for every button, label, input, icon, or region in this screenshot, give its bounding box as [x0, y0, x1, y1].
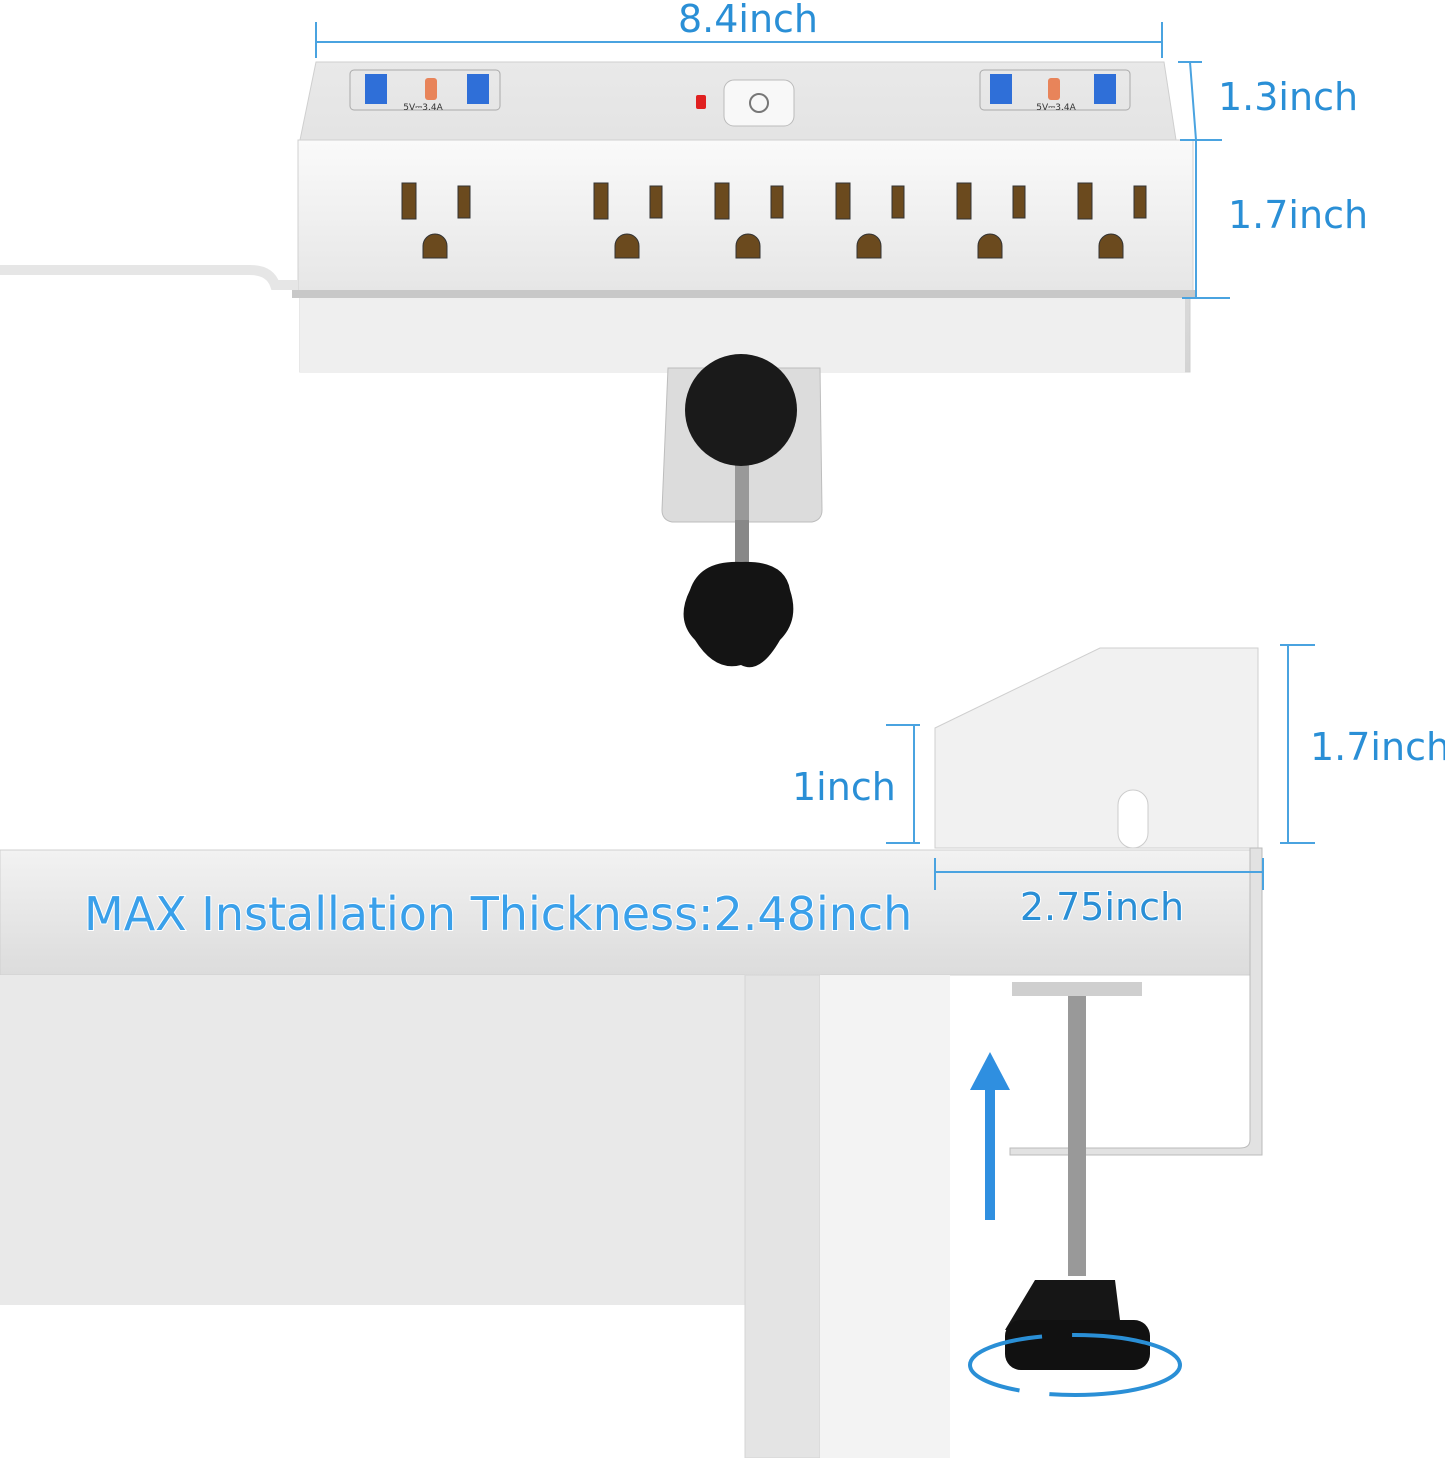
svg-text:1.7inch: 1.7inch	[1228, 193, 1368, 237]
knob	[683, 561, 794, 668]
knob	[1005, 1320, 1150, 1370]
outlet	[714, 182, 784, 259]
side-height-dimension: 1.7inch	[1280, 644, 1445, 844]
usb-rating: 5V⎓3.4A	[403, 103, 443, 113]
front-height-dimension: 1.7inch	[1182, 140, 1368, 299]
power-strip: 5V⎓3.4A 5V⎓3.4A	[0, 61, 1197, 373]
outlet	[956, 182, 1026, 259]
power-cord	[0, 265, 298, 290]
width-label: 8.4inch	[678, 0, 818, 41]
outlet	[401, 182, 471, 259]
max-thickness-label: MAX Installation Thickness:2.48inch	[84, 887, 912, 941]
side-view	[934, 647, 1263, 1397]
rotate-arrow-icon	[968, 1333, 1182, 1397]
desk	[0, 849, 1256, 1458]
usb-rating: 5V⎓3.4A	[1036, 103, 1076, 113]
svg-text:1.7inch: 1.7inch	[1310, 725, 1445, 769]
svg-text:2.75inch: 2.75inch	[1020, 885, 1184, 929]
outlets	[401, 182, 1147, 259]
clamp-depth-dimension: 1inch	[792, 724, 920, 844]
side-depth-dimension: 2.75inch	[934, 858, 1264, 930]
usb-panel-right: 5V⎓3.4A	[979, 69, 1131, 113]
power-icon	[749, 93, 769, 113]
up-arrow-icon	[970, 1052, 1010, 1090]
svg-text:1.3inch: 1.3inch	[1218, 75, 1358, 119]
usb-panel-left: 5V⎓3.4A	[349, 69, 501, 113]
power-button[interactable]	[723, 79, 795, 127]
top-height-dimension: 1.3inch	[1178, 61, 1358, 141]
width-dimension: 8.4inch	[315, 0, 1163, 58]
clamp-upper	[661, 354, 823, 668]
indicator-light	[696, 95, 706, 109]
outlet	[593, 182, 663, 259]
outlet	[1077, 182, 1147, 259]
svg-text:1inch: 1inch	[792, 765, 896, 809]
outlet	[835, 182, 905, 259]
